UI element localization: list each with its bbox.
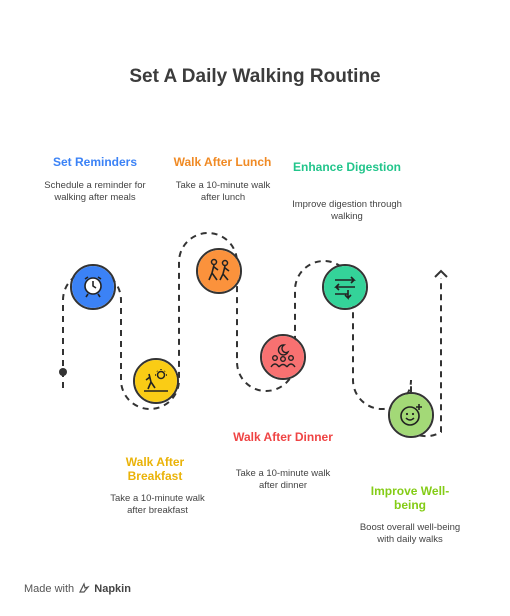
step-2-desc: Take a 10-minute walk after breakfast [110, 493, 205, 516]
alarm-clock-icon [72, 266, 114, 308]
step-6-desc: Boost overall well-being with daily walk… [359, 522, 461, 545]
step-2-title: Walk After Breakfast [125, 455, 185, 483]
step-1-node [70, 264, 116, 310]
step-2-node [133, 358, 179, 404]
footer-brand: Napkin [94, 583, 131, 595]
flow-arrows-icon [324, 266, 366, 308]
hikers-icon [198, 250, 240, 292]
footer: Made with Napkin [24, 582, 131, 595]
step-3-node [196, 248, 242, 294]
page-title: Set A Daily Walking Routine [129, 66, 381, 87]
happy-face-icon [390, 394, 432, 436]
step-1-desc: Schedule a reminder for walking after me… [44, 180, 146, 203]
step-1-title: Set Reminders [52, 155, 138, 169]
path-start-dot [59, 368, 67, 376]
step-6-node [388, 392, 434, 438]
step-5-title: Enhance Digestion [292, 160, 402, 174]
family-night-icon [262, 336, 304, 378]
step-3-title: Walk After Lunch [173, 155, 272, 169]
step-3-desc: Take a 10-minute walk after lunch [175, 180, 271, 203]
step-4-title: Walk After Dinner [233, 430, 333, 444]
step-6-title: Improve Well-being [370, 484, 450, 512]
step-4-desc: Take a 10-minute walk after dinner [235, 468, 331, 491]
step-5-node [322, 264, 368, 310]
sunrise-walker-icon [135, 360, 177, 402]
napkin-logo-icon [78, 582, 90, 594]
footer-prefix: Made with [24, 583, 75, 595]
path-end-arrow [434, 269, 448, 278]
step-5-desc: Improve digestion through walking [292, 199, 402, 222]
step-4-node [260, 334, 306, 380]
